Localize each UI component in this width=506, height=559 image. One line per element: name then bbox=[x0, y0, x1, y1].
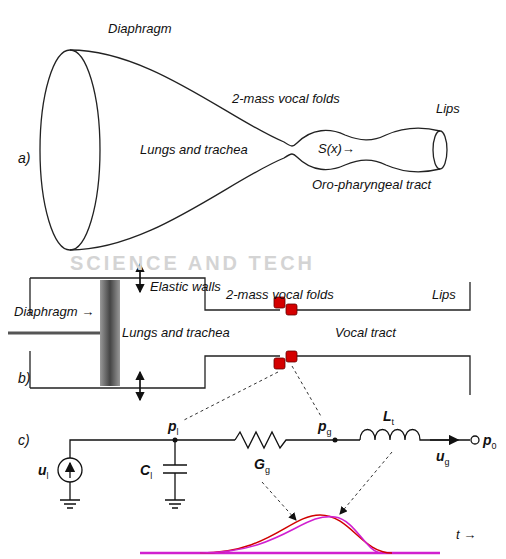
axis-label: t → bbox=[456, 528, 476, 543]
part-label: 2-mass vocal folds bbox=[226, 288, 334, 303]
signal-name: Cl bbox=[140, 462, 152, 481]
panel-letter: a) bbox=[18, 150, 30, 166]
signal-name: Lt bbox=[383, 408, 394, 427]
watermark: SCIENCE AND TECH bbox=[70, 252, 315, 275]
node-dot bbox=[333, 438, 338, 443]
signal-name: pg bbox=[318, 418, 332, 437]
signal-name: ul bbox=[38, 462, 49, 481]
part-label: Lips bbox=[432, 288, 456, 303]
panel-letter: b) bbox=[18, 370, 30, 386]
part-label: Lungs and trachea bbox=[122, 326, 230, 341]
vocal-fold-masses bbox=[274, 297, 297, 369]
part-label: 2-mass vocal folds bbox=[232, 92, 340, 107]
mechanical-model bbox=[8, 278, 470, 395]
panel-letter: c) bbox=[18, 432, 30, 448]
node-dot bbox=[173, 438, 178, 443]
part-label: Oro-pharyngeal tract bbox=[312, 178, 431, 193]
piston bbox=[100, 280, 120, 386]
vocal-tract-outline bbox=[40, 50, 447, 250]
signal-name: ug bbox=[436, 448, 450, 467]
part-label: Diaphragm bbox=[108, 22, 172, 37]
flow-waveform bbox=[140, 515, 440, 553]
circuit bbox=[58, 430, 479, 509]
part-label: S(x)→ bbox=[318, 142, 355, 157]
part-label: Lungs and trachea bbox=[140, 143, 248, 158]
part-label: Elastic walls bbox=[150, 280, 221, 295]
part-label: Diaphragm → bbox=[14, 305, 94, 320]
part-label: Vocal tract bbox=[335, 326, 396, 341]
signal-name: p0 bbox=[483, 432, 497, 451]
signal-name: pl bbox=[168, 418, 179, 437]
signal-name: Gg bbox=[254, 456, 270, 475]
leader-lines bbox=[184, 366, 392, 520]
part-label: Lips bbox=[436, 102, 460, 117]
